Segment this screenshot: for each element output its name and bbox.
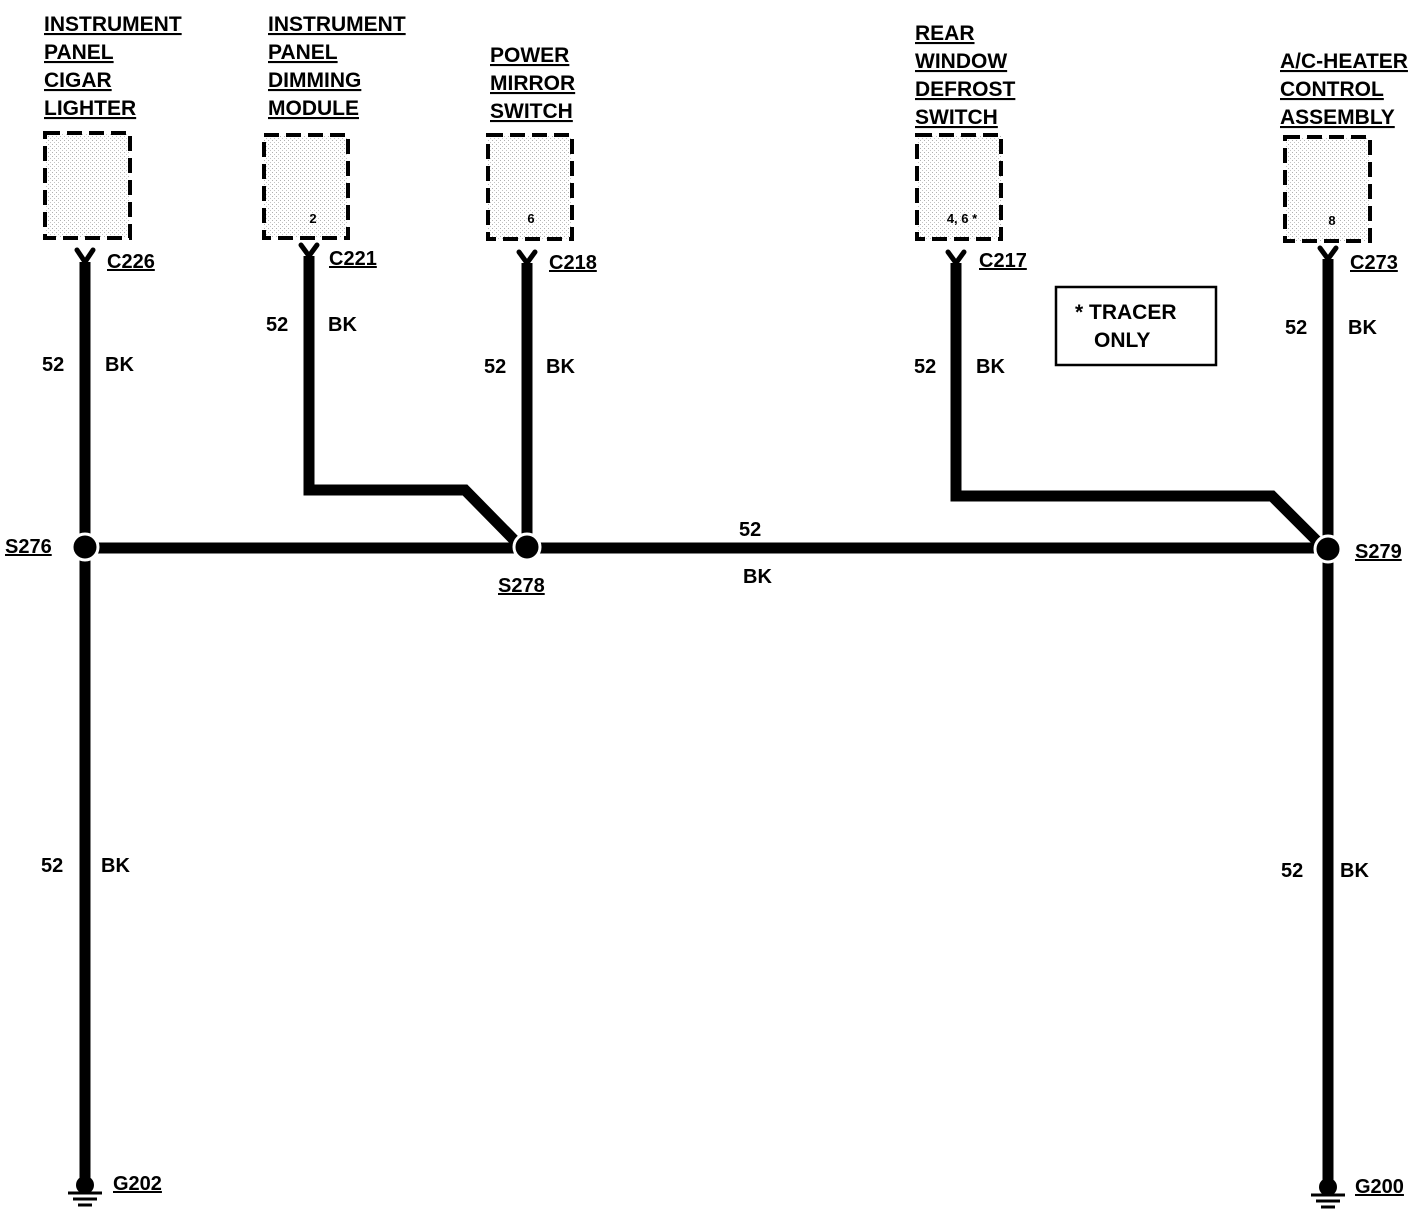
svg-text:INSTRUMENT: INSTRUMENT — [44, 13, 182, 36]
dimming-module-wire — [303, 256, 524, 550]
svg-text:SWITCH: SWITCH — [490, 100, 573, 123]
g200-label: G200 — [1355, 1176, 1404, 1198]
c226-label: C226 — [107, 251, 155, 273]
rear-defrost-switch-label: REAR WINDOW DEFROST SWITCH — [915, 22, 1016, 129]
dimming-module-wire-color: BK — [328, 314, 357, 336]
tracer-note: * TRACER ONLY — [1054, 285, 1218, 367]
c217-label: C217 — [979, 250, 1027, 272]
cigar-lighter-box — [43, 131, 132, 240]
ac-heater-control-label: A/C-HEATER CONTROL ASSEMBLY — [1280, 50, 1408, 129]
svg-text:CIGAR: CIGAR — [44, 69, 112, 92]
c273-connector-icon — [1317, 245, 1339, 262]
svg-text:PANEL: PANEL — [268, 41, 338, 64]
svg-text:CONTROL: CONTROL — [1280, 78, 1384, 101]
c218-label: C218 — [549, 252, 597, 274]
dimming-module-box — [262, 133, 350, 240]
svg-text:A/C-HEATER: A/C-HEATER — [1280, 50, 1408, 73]
cigar-lighter-wire-gauge: 52 — [42, 354, 64, 376]
svg-text:POWER: POWER — [490, 44, 569, 67]
g200-ground-icon — [1311, 1178, 1345, 1209]
right-ground-wire-gauge: 52 — [1281, 860, 1303, 882]
tracer-note-line2: ONLY — [1094, 329, 1150, 352]
svg-text:ASSEMBLY: ASSEMBLY — [1280, 106, 1395, 129]
s279-label: S279 — [1355, 541, 1402, 563]
s276-label: S276 — [5, 536, 52, 558]
rear-defrost-switch-pin: 4, 6 * — [947, 211, 978, 226]
power-mirror-switch-pin: 6 — [527, 211, 534, 226]
rear-defrost-wire — [950, 263, 1326, 550]
svg-text:PANEL: PANEL — [44, 41, 114, 64]
tracer-note-line1: * TRACER — [1075, 301, 1177, 324]
main-bus-wire-gauge: 52 — [739, 519, 761, 541]
rear-defrost-wire-gauge: 52 — [914, 356, 936, 378]
main-bus-wire-color: BK — [743, 566, 772, 588]
dimming-module-pin: 2 — [309, 211, 316, 226]
power-mirror-wire-color: BK — [546, 356, 575, 378]
s278-label: S278 — [498, 575, 545, 597]
c217-connector-icon — [945, 249, 967, 266]
svg-text:REAR: REAR — [915, 22, 975, 45]
c221-label: C221 — [329, 248, 377, 270]
power-mirror-switch-box — [486, 133, 574, 241]
power-mirror-switch-label: POWER MIRROR SWITCH — [490, 44, 575, 123]
rear-defrost-switch-box — [915, 133, 1003, 241]
s279-splice — [1313, 534, 1343, 564]
svg-text:DEFROST: DEFROST — [915, 78, 1016, 101]
ac-heater-wire-color: BK — [1348, 317, 1377, 339]
g202-label: G202 — [113, 1173, 162, 1195]
left-ground-wire-color: BK — [101, 855, 130, 877]
svg-text:LIGHTER: LIGHTER — [44, 97, 136, 120]
dimming-module-label: INSTRUMENT PANEL DIMMING MODULE — [268, 13, 406, 120]
c221-connector-icon — [298, 242, 320, 259]
s276-splice — [70, 532, 100, 562]
power-mirror-wire-gauge: 52 — [484, 356, 506, 378]
right-ground-wire-color: BK — [1340, 860, 1369, 882]
dimming-module-wire-gauge: 52 — [266, 314, 288, 336]
c226-connector-icon — [74, 247, 96, 265]
svg-text:WINDOW: WINDOW — [915, 50, 1007, 73]
cigar-lighter-label: INSTRUMENT PANEL CIGAR LIGHTER — [44, 13, 182, 120]
svg-text:SWITCH: SWITCH — [915, 106, 998, 129]
cigar-lighter-wire-color: BK — [105, 354, 134, 376]
left-ground-wire-gauge: 52 — [41, 855, 63, 877]
s278-splice — [512, 532, 542, 562]
svg-text:INSTRUMENT: INSTRUMENT — [268, 13, 406, 36]
g202-ground-icon — [68, 1176, 102, 1207]
ac-heater-control-pin: 8 — [1328, 213, 1335, 228]
svg-text:DIMMING: DIMMING — [268, 69, 361, 92]
ac-heater-wire-gauge: 52 — [1285, 317, 1307, 339]
rear-defrost-wire-color: BK — [976, 356, 1005, 378]
ac-heater-control-box — [1283, 135, 1372, 243]
svg-text:MODULE: MODULE — [268, 97, 359, 120]
c218-connector-icon — [516, 249, 538, 266]
svg-text:MIRROR: MIRROR — [490, 72, 575, 95]
c273-label: C273 — [1350, 252, 1398, 274]
